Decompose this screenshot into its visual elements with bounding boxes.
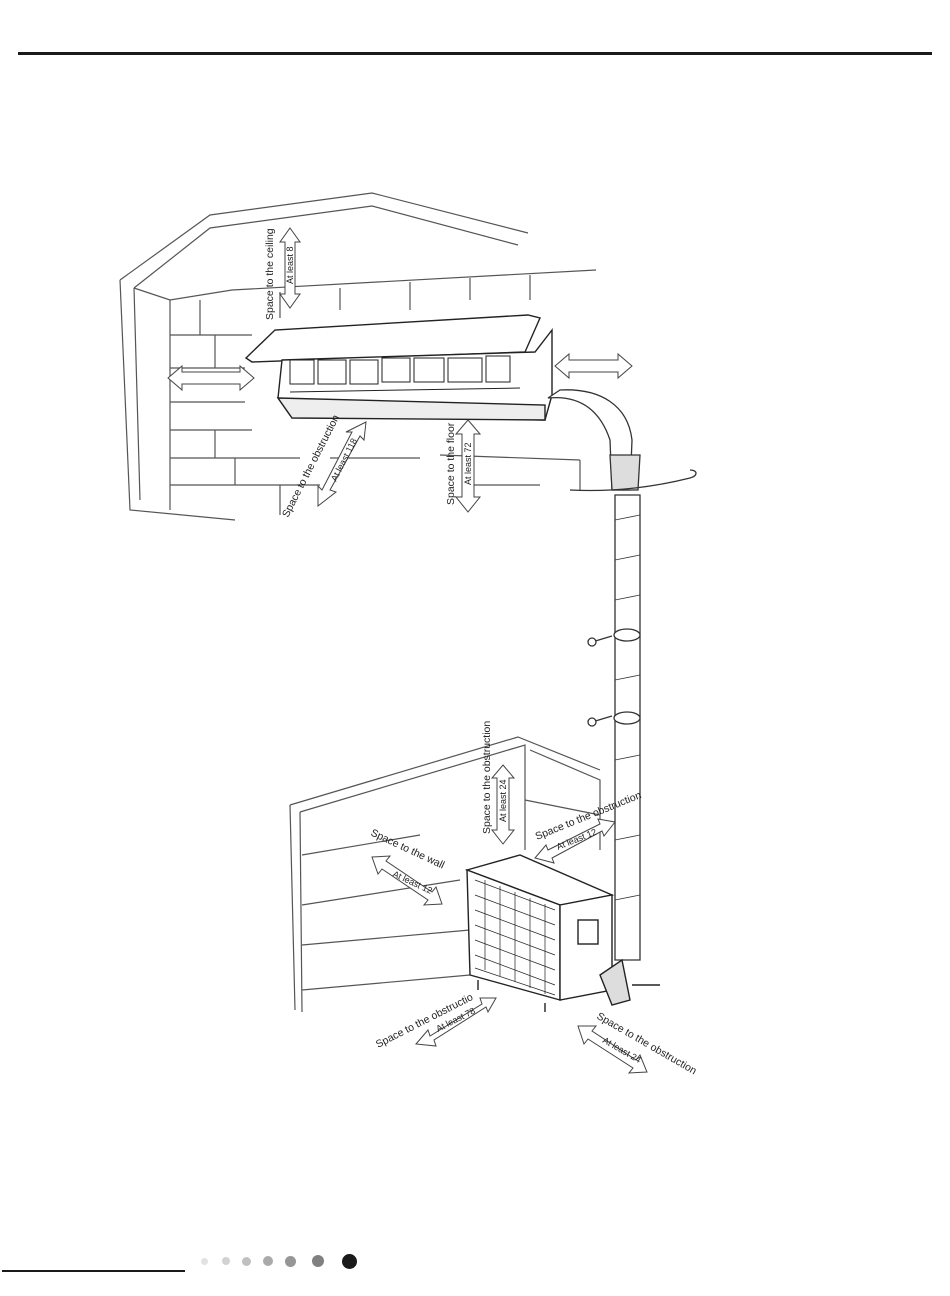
obstruction-label: Space to the obstruction: [280, 413, 342, 519]
page-dot: [263, 1256, 273, 1266]
arrow-left-side: [168, 366, 254, 390]
page-dot: [201, 1258, 208, 1265]
page-dot: [222, 1257, 230, 1265]
page-dot: [242, 1257, 251, 1266]
outdoor-wall-value: At least 12: [391, 869, 434, 896]
arrow-right-side: [555, 354, 632, 378]
footer-rule: [2, 1270, 185, 1272]
page-dot: [342, 1254, 357, 1269]
ceiling-label: Space to the ceiling: [264, 228, 276, 320]
refrigerant-pipe: [548, 390, 696, 960]
obstruction-value: At least 118: [329, 437, 359, 483]
ceiling-value: At least 8: [285, 246, 295, 284]
page-dot: [285, 1256, 296, 1267]
page-dot: [312, 1255, 324, 1267]
outdoor-top-label: Space to the obstruction: [481, 721, 493, 834]
indoor-unit: [246, 315, 552, 420]
floor-label: Space to the floor: [445, 422, 457, 505]
floor-value: At least 72: [463, 442, 473, 485]
outdoor-top-value: At least 24: [498, 779, 508, 822]
